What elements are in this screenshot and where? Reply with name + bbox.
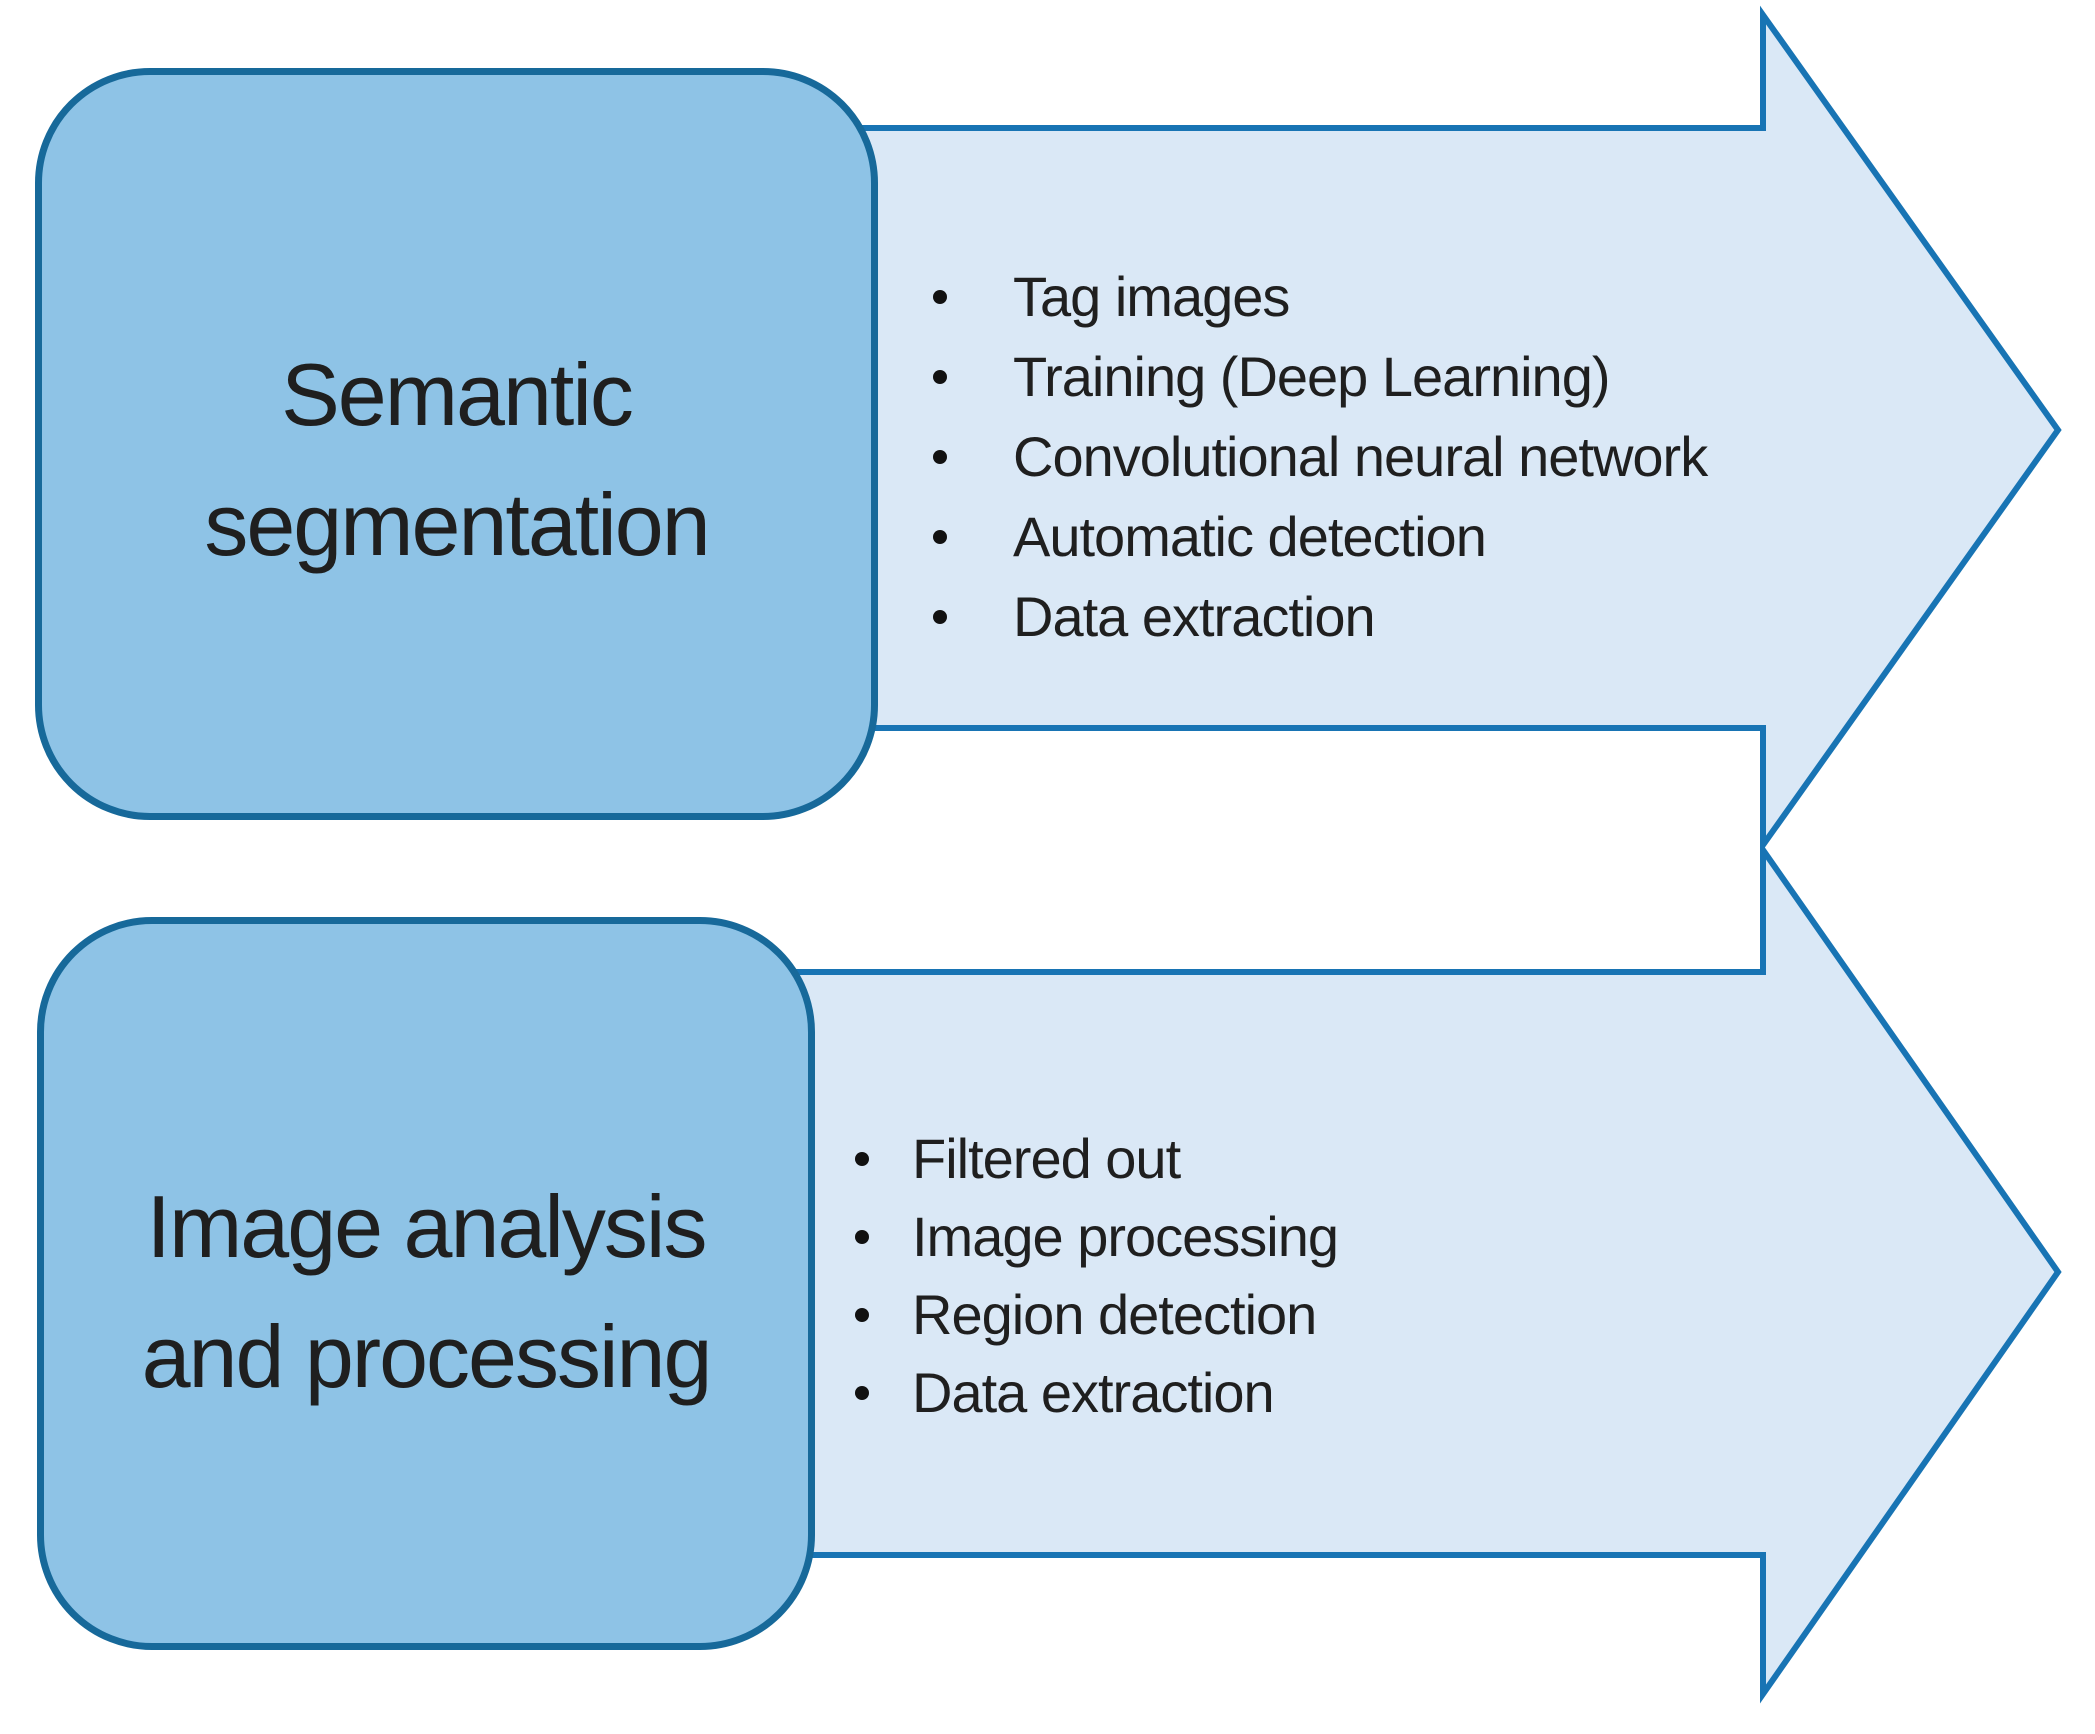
- bullet-dot-icon: [855, 1386, 869, 1400]
- list-item: Region detection: [855, 1276, 1338, 1354]
- bullet-text: Convolutional neural network: [1013, 425, 1708, 488]
- box-title-line: segmentation: [204, 475, 710, 574]
- list-item: Image processing: [855, 1198, 1339, 1276]
- bullet-text: Filtered out: [912, 1127, 1181, 1190]
- box-title-line: Semantic: [281, 345, 634, 444]
- bullet-dot-icon: [933, 290, 947, 304]
- bullet-dot-icon: [933, 610, 947, 624]
- bullet-text: Image processing: [912, 1205, 1339, 1268]
- bullet-dot-icon: [933, 530, 947, 544]
- bullet-text: Tag images: [1013, 265, 1290, 328]
- list-item: Tag images: [933, 257, 1707, 337]
- box-semantic-segmentation: Semantic segmentation: [35, 68, 878, 820]
- list-item: Automatic detection: [933, 497, 1707, 577]
- box-image-analysis-processing: Image analysis and processing: [37, 917, 815, 1650]
- bullet-text: Training (Deep Learning): [1013, 345, 1610, 408]
- right-arrow-bottom: [647, 840, 2062, 1704]
- bullet-dot-icon: [855, 1152, 869, 1166]
- image-analysis-bullet-list: Filtered out Image processing Region det…: [855, 1120, 1339, 1432]
- bullet-text: Automatic detection: [1013, 505, 1487, 568]
- bullet-dot-icon: [855, 1308, 869, 1322]
- list-item: Filtered out: [855, 1120, 1338, 1198]
- list-item: Training (Deep Learning): [933, 337, 1707, 417]
- list-item: Data extraction: [933, 577, 1707, 657]
- box-title-line: and processing: [141, 1307, 713, 1406]
- box-image-analysis-processing-title: Image analysis and processing: [44, 1162, 808, 1422]
- bullet-dot-icon: [855, 1230, 869, 1244]
- box-semantic-segmentation-title: Semantic segmentation: [42, 330, 871, 590]
- bullet-text: Data extraction: [912, 1361, 1275, 1424]
- bullet-text: Region detection: [912, 1283, 1317, 1346]
- bullet-dot-icon: [933, 450, 947, 464]
- semantic-segmentation-bullet-list: Tag images Training (Deep Learning) Conv…: [933, 257, 1708, 657]
- bullet-dot-icon: [933, 370, 947, 384]
- box-title-line: Image analysis: [146, 1177, 708, 1276]
- list-item: Convolutional neural network: [933, 417, 1708, 497]
- bullet-text: Data extraction: [1013, 585, 1376, 648]
- list-item: Data extraction: [855, 1354, 1338, 1432]
